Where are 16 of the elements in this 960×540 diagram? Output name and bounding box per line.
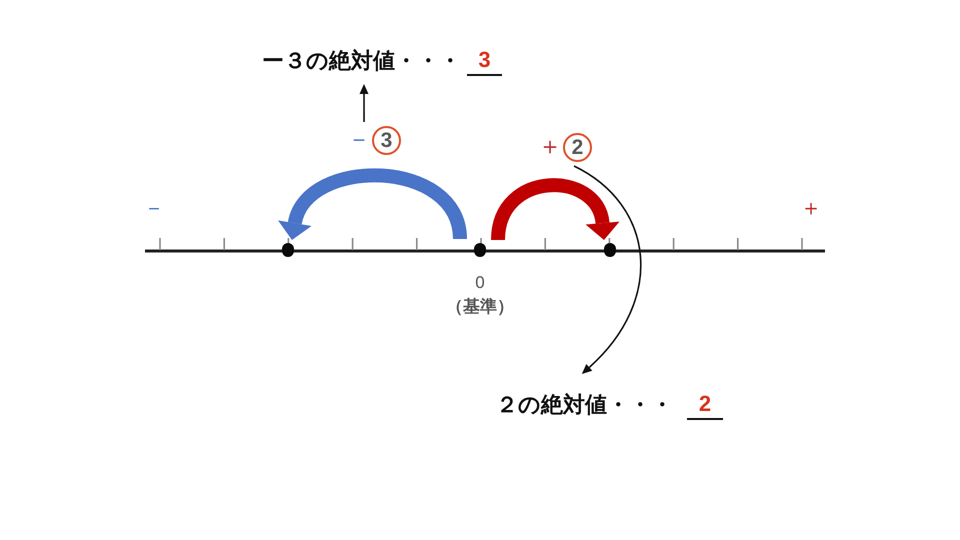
question-text: ー３の絶対値・・・ <box>262 47 461 75</box>
answer-value: 2 <box>687 390 723 420</box>
sign-symbol: － <box>347 126 371 154</box>
block-arrow <box>278 168 467 240</box>
block-arrow <box>491 178 620 241</box>
axis-value-label: 0 <box>475 272 485 294</box>
question-text: ２の絶対値・・・ <box>496 391 673 419</box>
sign-symbol: ＋ <box>538 133 562 161</box>
sign-label: － <box>143 194 165 222</box>
sign-label: ＋ <box>800 194 822 222</box>
reference-note: （基準） <box>446 296 514 318</box>
circled-number: 3 <box>372 126 401 154</box>
arrow <box>360 84 368 122</box>
circled-number: 2 <box>563 132 592 162</box>
curved-arrow <box>574 165 642 374</box>
answer-value: 3 <box>467 46 502 76</box>
